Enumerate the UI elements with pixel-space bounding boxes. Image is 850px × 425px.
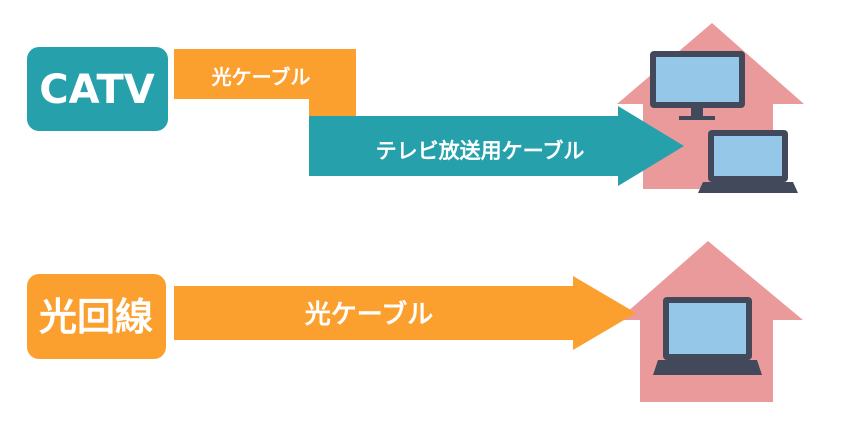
fiber-source-box — [27, 274, 166, 359]
laptop-icon-catv — [698, 130, 798, 193]
laptop-icon-fiber — [653, 297, 762, 375]
catv-optical-cable — [174, 49, 356, 116]
catv-optical-cable-label: 光ケーブル — [211, 65, 311, 89]
catv-source-box — [27, 47, 168, 131]
monitor-icon — [650, 51, 745, 120]
catv-tv-cable-arrow — [309, 106, 684, 186]
catv-source-label: CATV — [39, 67, 154, 113]
fiber-optical-cable-arrow — [174, 276, 636, 350]
fiber-source-label: 光回線 — [39, 295, 153, 339]
catv-tv-cable-label: テレビ放送用ケーブル — [376, 139, 585, 163]
fiber-optical-cable-label: 光ケーブル — [304, 299, 433, 330]
